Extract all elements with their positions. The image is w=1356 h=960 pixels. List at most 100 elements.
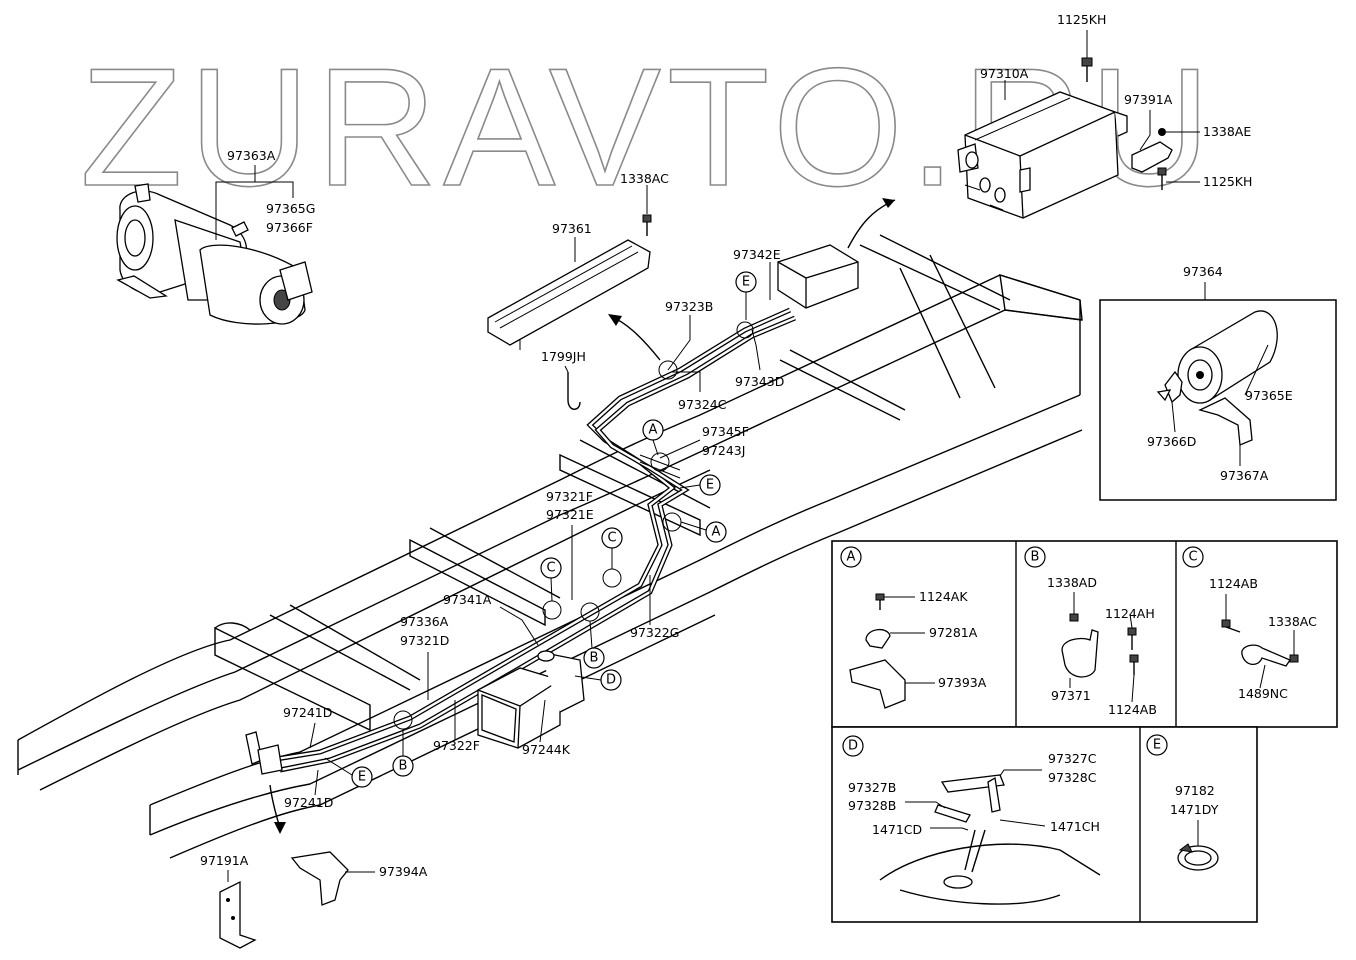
main-callouts: E A E A C C B D B E [324, 271, 757, 788]
panel-d-parts [879, 774, 1101, 905]
label-97327c: 97327C [1048, 751, 1097, 766]
svg-text:C: C [1188, 550, 1197, 565]
svg-text:C: C [546, 561, 555, 576]
label-97324c: 97324C [678, 397, 727, 412]
svg-text:E: E [358, 770, 366, 785]
label-97391a: 97391A [1124, 92, 1173, 107]
label-97182: 97182 [1175, 783, 1215, 798]
fuel-pump [116, 183, 313, 325]
bracket-97394a [290, 851, 349, 906]
label-97363a: 97363A [227, 148, 276, 163]
label-97371: 97371 [1051, 688, 1091, 703]
label-1471dy: 1471DY [1170, 802, 1219, 817]
bolt-1338ac [642, 214, 652, 236]
label-97310a: 97310A [980, 66, 1029, 81]
label-1338ac: 1338AC [620, 171, 669, 186]
clip-97361 [487, 239, 661, 361]
svg-text:A: A [712, 525, 721, 540]
label-97366f: 97366F [266, 220, 313, 235]
label-97321d: 97321D [400, 633, 449, 648]
label-97345f: 97345F [702, 424, 749, 439]
callout-a-lower [705, 521, 727, 543]
label-1799jh: 1799JH [541, 349, 586, 364]
panel-b-parts [1061, 613, 1139, 678]
panel-b-letter [1024, 546, 1046, 568]
label-97361: 97361 [552, 221, 592, 236]
label-97322g: 97322G [630, 625, 679, 640]
label-97366d: 97366D [1147, 434, 1196, 449]
detail-box-97364 [1099, 299, 1337, 501]
label-1338ad: 1338AD [1047, 575, 1097, 590]
panel-a-letter [840, 546, 862, 568]
panel-d-letter [842, 735, 864, 757]
detail-panel-row-top [831, 540, 1338, 728]
callout-e-left [351, 766, 373, 788]
panel-letters: A B C D E [840, 546, 1204, 757]
label-97393a: 97393A [938, 675, 987, 690]
label-97191a: 97191A [200, 853, 249, 868]
label-1125kh-top: 1125KH [1057, 12, 1106, 27]
label-1125kh-bottom: 1125KH [1203, 174, 1252, 189]
label-97336a: 97336A [400, 614, 449, 629]
label-97394a: 97394A [379, 864, 428, 879]
label-1338ae: 1338AE [1203, 124, 1251, 139]
connector-97241d [245, 731, 286, 834]
svg-text:C: C [607, 531, 616, 546]
label-97364: 97364 [1183, 264, 1223, 279]
part-labels: 97363A 97365G 97366F 1338AC 97361 1799JH… [200, 12, 1317, 879]
svg-text:B: B [1031, 550, 1040, 565]
fan-97366d [1156, 370, 1183, 404]
label-1338ac-c: 1338AC [1268, 614, 1317, 629]
panel-c-letter [1182, 546, 1204, 568]
svg-text:B: B [399, 759, 408, 774]
detail-panel-row-bottom [831, 726, 1258, 923]
svg-text:A: A [847, 550, 856, 565]
svg-text:E: E [742, 275, 750, 290]
label-97243j: 97243J [702, 443, 745, 458]
svg-text:E: E [706, 478, 714, 493]
svg-text:A: A [649, 423, 658, 438]
label-97328c: 97328C [1048, 770, 1097, 785]
panel-e-parts [1177, 843, 1219, 871]
chassis-frame [17, 234, 1083, 859]
heater-unit [777, 198, 896, 309]
label-1124ah: 1124AH [1105, 606, 1155, 621]
motor-97365e [1177, 310, 1278, 404]
label-97343d: 97343D [735, 374, 784, 389]
label-1124ak: 1124AK [919, 589, 968, 604]
fuel-filter-assembly [477, 650, 585, 749]
panel-a-parts [849, 593, 906, 709]
panel-e-letter [1146, 734, 1168, 756]
bracket-97191a [219, 880, 257, 949]
leader-lines [215, 30, 1295, 882]
label-97322f: 97322F [433, 738, 480, 753]
bracket-97367a [1198, 397, 1253, 446]
svg-text:E: E [1153, 738, 1161, 753]
label-1124ab-c: 1124AB [1209, 576, 1258, 591]
label-1471cd: 1471CD [872, 822, 922, 837]
label-97321e: 97321E [546, 507, 594, 522]
label-97365g: 97365G [266, 201, 315, 216]
label-97327b: 97327B [848, 780, 896, 795]
callout-b-mid [583, 647, 605, 669]
label-97281a: 97281A [929, 625, 978, 640]
svg-text:D: D [606, 673, 616, 688]
label-97241d-bottom: 97241D [284, 795, 333, 810]
label-97342e: 97342E [733, 247, 781, 262]
label-97365e: 97365E [1245, 388, 1293, 403]
label-97323b: 97323B [665, 299, 713, 314]
panel-c-parts [1221, 619, 1299, 667]
label-97321f: 97321F [546, 489, 593, 504]
label-1471ch: 1471CH [1050, 819, 1100, 834]
fuel-lines [269, 307, 796, 773]
svg-text:B: B [590, 651, 599, 666]
label-97367a: 97367A [1220, 468, 1269, 483]
label-97341a: 97341A [443, 592, 492, 607]
hook-1799jh [567, 372, 581, 410]
label-97328b: 97328B [848, 798, 896, 813]
label-1124ab-b: 1124AB [1108, 702, 1157, 717]
control-unit-97310a [957, 57, 1173, 219]
label-1489nc: 1489NC [1238, 686, 1288, 701]
label-97241d-top: 97241D [283, 705, 332, 720]
